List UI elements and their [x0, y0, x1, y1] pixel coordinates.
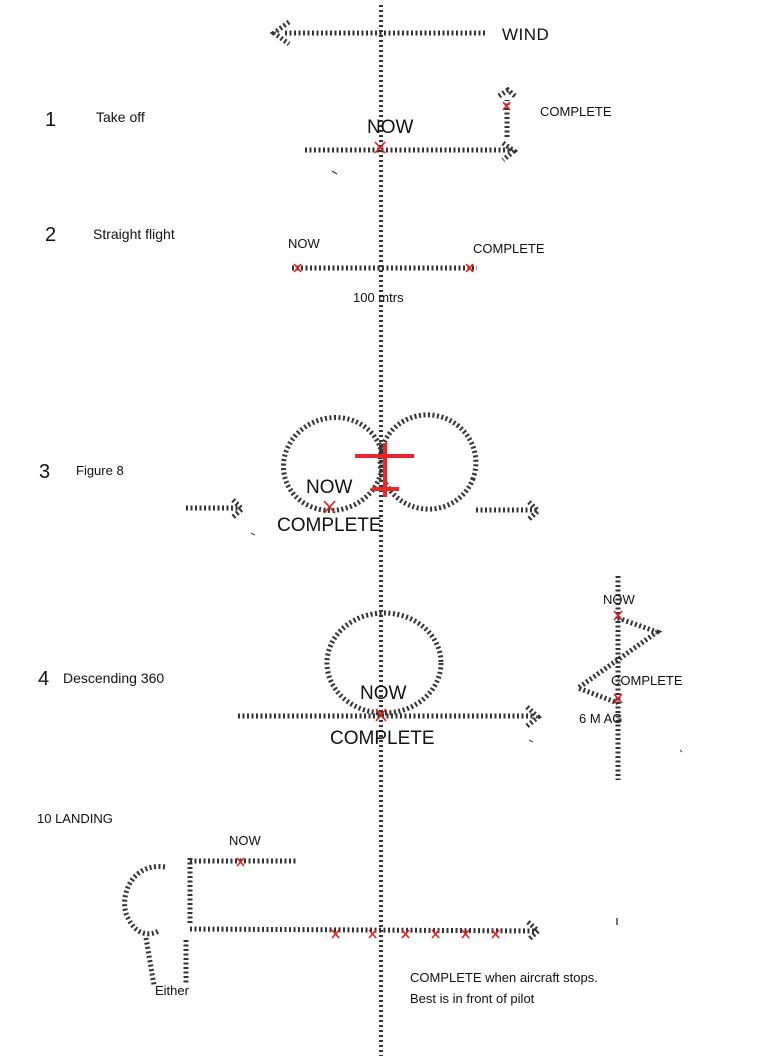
manoeuvre-number-1: 1 [45, 109, 57, 131]
landing-note-line2: Best is in front of pilot [410, 991, 535, 1006]
landing-note-line1: COMPLETE when aircraft stops. [410, 970, 598, 985]
cross-landing-3 [401, 929, 410, 939]
manoeuvre-number-4: 4 [38, 668, 50, 690]
manoeuvre-name-3: Figure 8 [76, 463, 124, 478]
cross-fig8 [323, 500, 336, 514]
wind-arrow [269, 19, 487, 47]
manoeuvre-number-2: 2 [45, 224, 57, 246]
cross-straight-complete [465, 263, 474, 273]
descending-360-path [238, 610, 542, 728]
landing-path [122, 858, 542, 986]
cross-landing-5 [461, 929, 470, 939]
360-now-label: NOW [360, 683, 407, 704]
takeoff-ground-tick [331, 170, 338, 175]
manoeuvre-number-3: 3 [39, 461, 51, 483]
manoeuvre-name-4: Descending 360 [63, 670, 165, 686]
takeoff-complete-label: COMPLETE [540, 104, 612, 119]
height-label: 6 M AG [579, 711, 623, 726]
fig8-complete-label: COMPLETE [277, 515, 382, 536]
straight-complete-label: COMPLETE [473, 241, 545, 256]
takeoff-path [305, 86, 519, 162]
cross-takeoff-now [374, 141, 386, 154]
straight-now-label: NOW [288, 236, 320, 251]
figure-8-path [186, 412, 542, 521]
distance-label: 100 mtrs [353, 290, 404, 305]
fig8-mark [250, 532, 256, 536]
manoeuvre-name-1: Take off [96, 109, 145, 125]
cross-straight-now [293, 263, 302, 273]
side-now-label: NOW [603, 592, 635, 607]
cross-landing-2 [368, 929, 377, 939]
side-complete-label: COMPLETE [611, 673, 683, 688]
side-view-mark [679, 749, 683, 753]
cross-landing-4 [431, 929, 440, 939]
manoeuvre-name-2: Straight flight [93, 226, 175, 242]
either-label: Either [155, 983, 189, 998]
cross-landing-now [236, 857, 245, 867]
cross-landing-6 [491, 929, 500, 939]
takeoff-now-label: NOW [367, 117, 414, 138]
cross-landing-1 [331, 929, 340, 939]
pilot-position-marker [355, 443, 414, 497]
360-mark [528, 739, 534, 743]
cross-360 [375, 708, 387, 722]
cross-takeoff-complete [502, 101, 511, 111]
360-complete-label: COMPLETE [330, 728, 435, 749]
cross-side-now [613, 610, 623, 621]
position-crosses [236, 101, 623, 939]
landing-now-label: NOW [229, 833, 261, 848]
wind-label: WIND [502, 25, 550, 44]
landing-title: 10 LANDING [37, 811, 113, 826]
fig8-now-label: NOW [306, 477, 353, 498]
cross-side-complete [613, 693, 623, 704]
